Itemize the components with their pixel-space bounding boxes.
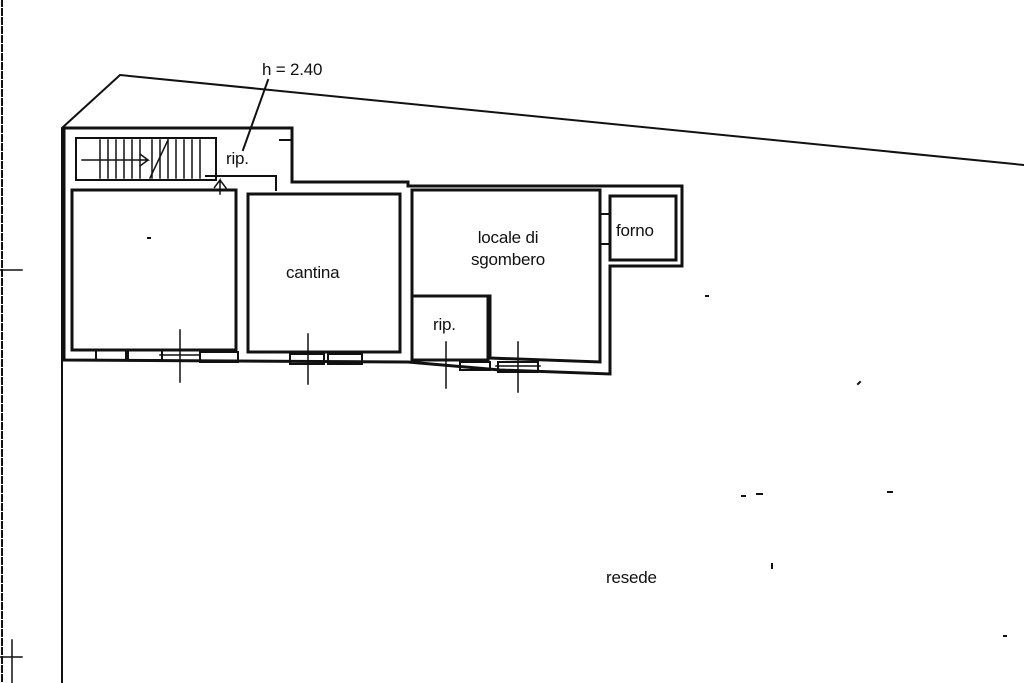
staircase-block <box>75 137 217 181</box>
room-locale-di-sgombero <box>410 188 602 364</box>
room-left <box>70 188 238 352</box>
room-label-rip-bottom: rip. <box>433 315 456 334</box>
scan-specks <box>147 237 1007 637</box>
window-openings <box>95 349 539 373</box>
room-forno <box>608 194 678 262</box>
room-rip-bottom <box>410 294 490 362</box>
room-label-rip-top: rip. <box>226 149 249 168</box>
room-cantina <box>246 192 402 354</box>
ceiling-height-label: h = 2.40 <box>262 60 323 79</box>
stair-diagonal <box>149 139 169 179</box>
area-label-resede: resede <box>606 568 657 587</box>
stair-arrow <box>81 153 151 168</box>
lot-boundary <box>61 73 1024 683</box>
crosshair-marks <box>159 329 541 393</box>
room-label-cantina: cantina <box>286 263 340 282</box>
height-leader <box>241 78 270 152</box>
building-outer-wall <box>62 126 684 376</box>
room-label-locale-di-sgombero: locale di sgombero <box>471 228 545 269</box>
stair-treads <box>99 139 201 179</box>
stair-up-arrow <box>213 177 228 195</box>
room-label-forno: forno <box>616 221 654 240</box>
